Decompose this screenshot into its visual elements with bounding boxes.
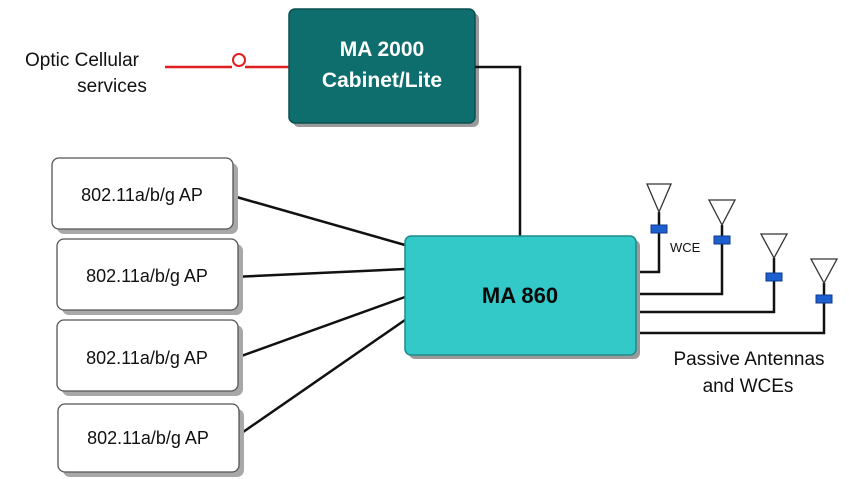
- antenna-3-icon: [759, 233, 789, 260]
- ma2000-title-line2: Cabinet/Lite: [322, 69, 442, 92]
- antenna-feed-3: [636, 258, 776, 314]
- ap-box-3: 802.11a/b/g AP: [56, 319, 243, 396]
- ap-box-2: 802.11a/b/g AP: [56, 238, 243, 315]
- ap1-connector: [232, 194, 406, 247]
- ma2000-title-line1: MA 2000: [340, 38, 424, 61]
- wce-1-icon: [650, 224, 668, 234]
- ma860-title: MA 860: [482, 283, 558, 308]
- antenna-1-icon: [646, 183, 672, 214]
- optic-label-line1: Optic Cellular: [25, 50, 140, 71]
- antenna-4: [809, 258, 839, 304]
- ap-box-4: 802.11a/b/g AP: [57, 403, 244, 477]
- optic-label-line2: services: [77, 76, 147, 97]
- antenna-4-icon: [809, 258, 839, 285]
- ap-box-1: 802.11a/b/g AP: [51, 157, 238, 234]
- wce-2-icon: [713, 235, 731, 245]
- antennas-label-line1: Passive Antennas: [673, 349, 824, 370]
- ap3-connector: [232, 295, 406, 361]
- antennas-label-line2: and WCEs: [703, 376, 794, 397]
- ap-label-1: 802.11a/b/g AP: [81, 185, 203, 205]
- ma2000-box: [288, 8, 476, 124]
- ma2000-to-ma860-connector: [475, 65, 522, 236]
- ma860-box: [404, 235, 637, 356]
- ap-label-3: 802.11a/b/g AP: [86, 348, 208, 368]
- antenna-feed-4: [636, 283, 826, 335]
- ap2-connector: [232, 267, 406, 279]
- ap-label-2: 802.11a/b/g AP: [86, 266, 208, 286]
- antenna-2: [707, 199, 737, 245]
- optic-connector-icon: [232, 53, 246, 67]
- antenna-1: [646, 183, 672, 234]
- antenna-feed-2: [636, 225, 724, 296]
- ap-label-4: 802.11a/b/g AP: [87, 428, 209, 448]
- wce-4-icon: [815, 294, 833, 304]
- antenna-3: [759, 233, 789, 282]
- ap4-connector: [232, 318, 406, 441]
- antenna-2-icon: [707, 199, 737, 227]
- wce-label: WCE: [670, 240, 701, 255]
- wce-3-icon: [765, 272, 783, 282]
